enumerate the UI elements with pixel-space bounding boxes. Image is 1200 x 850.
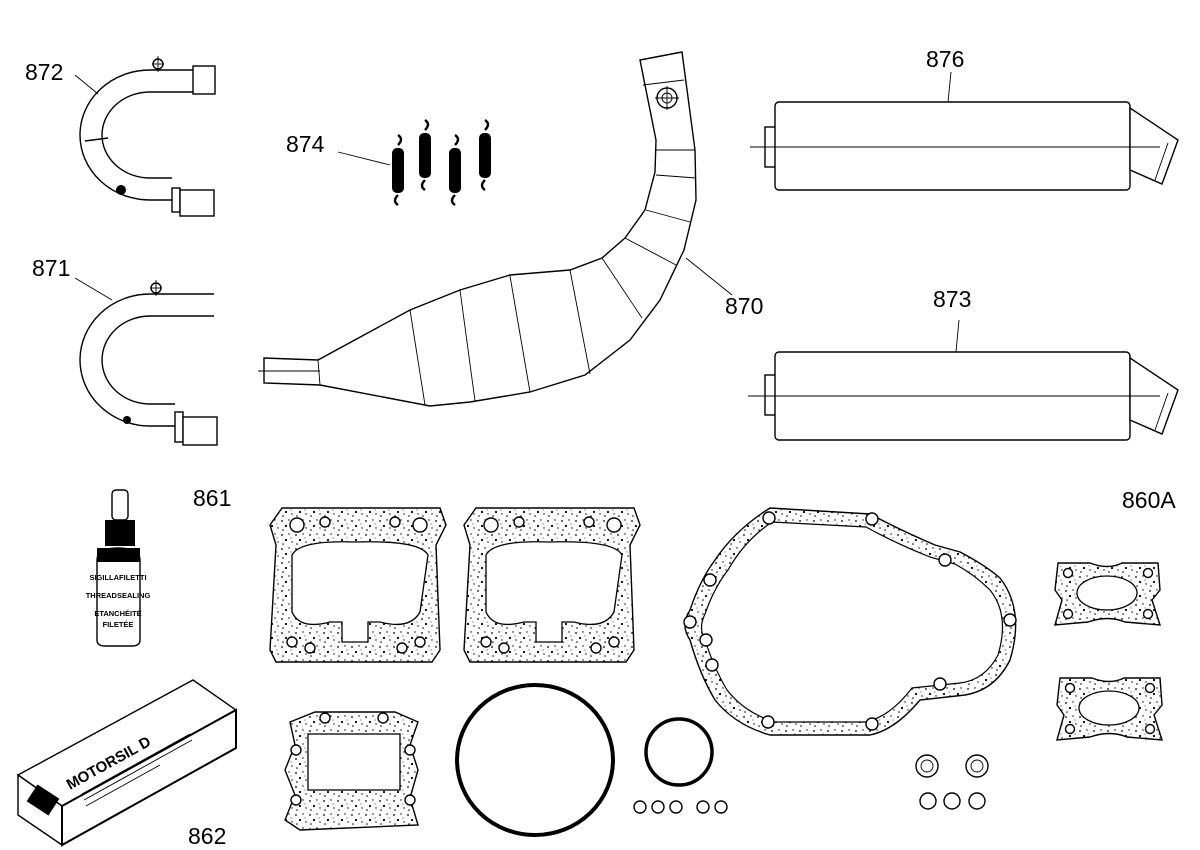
expansion-chamber-870: [258, 51, 733, 407]
gasket-kit-860a: [269, 507, 1163, 837]
threadsealant-bottle-861: SIGILLAFILETTI THREADSEALING ETANCHÉITÉ …: [86, 489, 151, 647]
small-o-ring: [644, 717, 714, 787]
callout-871: 871: [32, 255, 70, 281]
exhaust-flange-gasket-top: [1054, 562, 1161, 626]
callout-860a: 860A: [1122, 487, 1176, 513]
exhaust-flange-gasket-bottom: [1056, 677, 1163, 741]
small-seals-row: [633, 800, 728, 814]
bottle-label-line4: FILETÉE: [103, 620, 134, 629]
bottle-label-line3: ETANCHÉITÉ: [94, 609, 141, 618]
cylinder-gasket-left: [269, 507, 447, 663]
large-o-ring: [455, 683, 615, 837]
header-pipe-872: [74, 56, 216, 217]
clutch-cover-gasket: [683, 507, 1017, 736]
bottle-label-line2: THREADSEALING: [86, 591, 151, 600]
washers-group: [915, 754, 989, 810]
bottle-label-line1: SIGILLAFILETTI: [89, 573, 146, 582]
silencer-873: [748, 319, 1179, 441]
callout-870: 870: [725, 293, 763, 319]
cylinder-gasket-right: [463, 507, 641, 663]
callout-874: 874: [286, 131, 325, 157]
sealant-box-862: MOTORSIL D: [16, 679, 238, 847]
callout-862: 862: [188, 823, 226, 849]
callout-861: 861: [193, 485, 231, 511]
callout-872: 872: [25, 59, 63, 85]
callout-876: 876: [926, 46, 964, 72]
header-pipe-871: [74, 277, 218, 446]
springs-874: [337, 119, 491, 206]
reed-gasket: [284, 711, 419, 831]
callout-873: 873: [933, 286, 971, 312]
silencer-876: [750, 71, 1179, 191]
